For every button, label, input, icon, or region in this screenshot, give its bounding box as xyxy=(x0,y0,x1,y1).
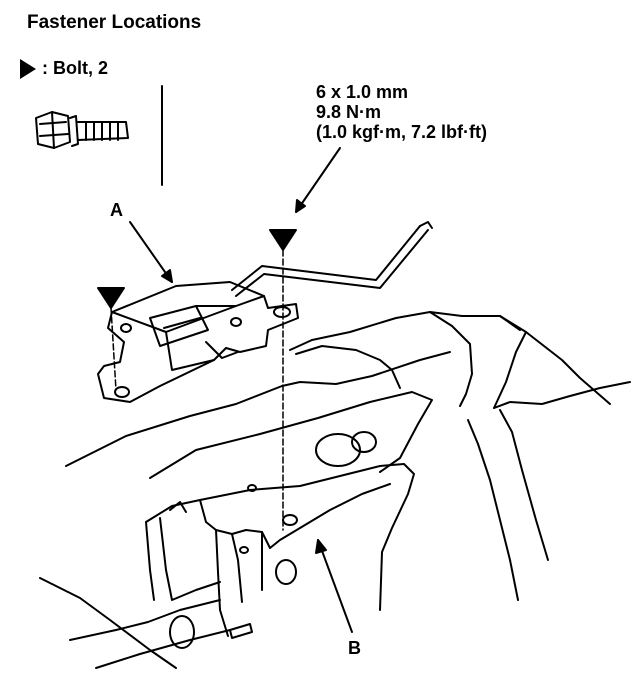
body-crossmember xyxy=(65,311,631,601)
bolt-illustration-icon xyxy=(35,111,129,149)
torque-spec: 6 x 1.0 mm 9.8 N·m (1.0 kgf·m, 7.2 lbf·f… xyxy=(316,82,487,142)
latch-mounting-bracket xyxy=(39,463,415,669)
diagram-title: Fastener Locations xyxy=(27,12,202,33)
callout-b: B xyxy=(348,638,361,658)
hood-latch xyxy=(97,281,299,403)
callout-a: A xyxy=(110,200,123,220)
callout-b-leader xyxy=(315,539,353,633)
callout-a-leader xyxy=(129,221,173,283)
bolt-legend: : Bolt, 2 xyxy=(20,58,108,79)
release-cable-rod xyxy=(231,221,433,297)
spec-torque-nm: 9.8 N·m xyxy=(316,102,382,122)
spec-leader-arrow xyxy=(295,147,341,213)
spec-size: 6 x 1.0 mm xyxy=(316,82,409,102)
bolt-legend-label: : Bolt, 2 xyxy=(42,58,108,78)
bolt-location-marker-left xyxy=(97,287,125,309)
bolt-triangle-icon xyxy=(20,58,36,79)
bolt-location-marker-right xyxy=(269,229,297,251)
spec-torque-alt: (1.0 kgf·m, 7.2 lbf·ft) xyxy=(316,122,488,142)
